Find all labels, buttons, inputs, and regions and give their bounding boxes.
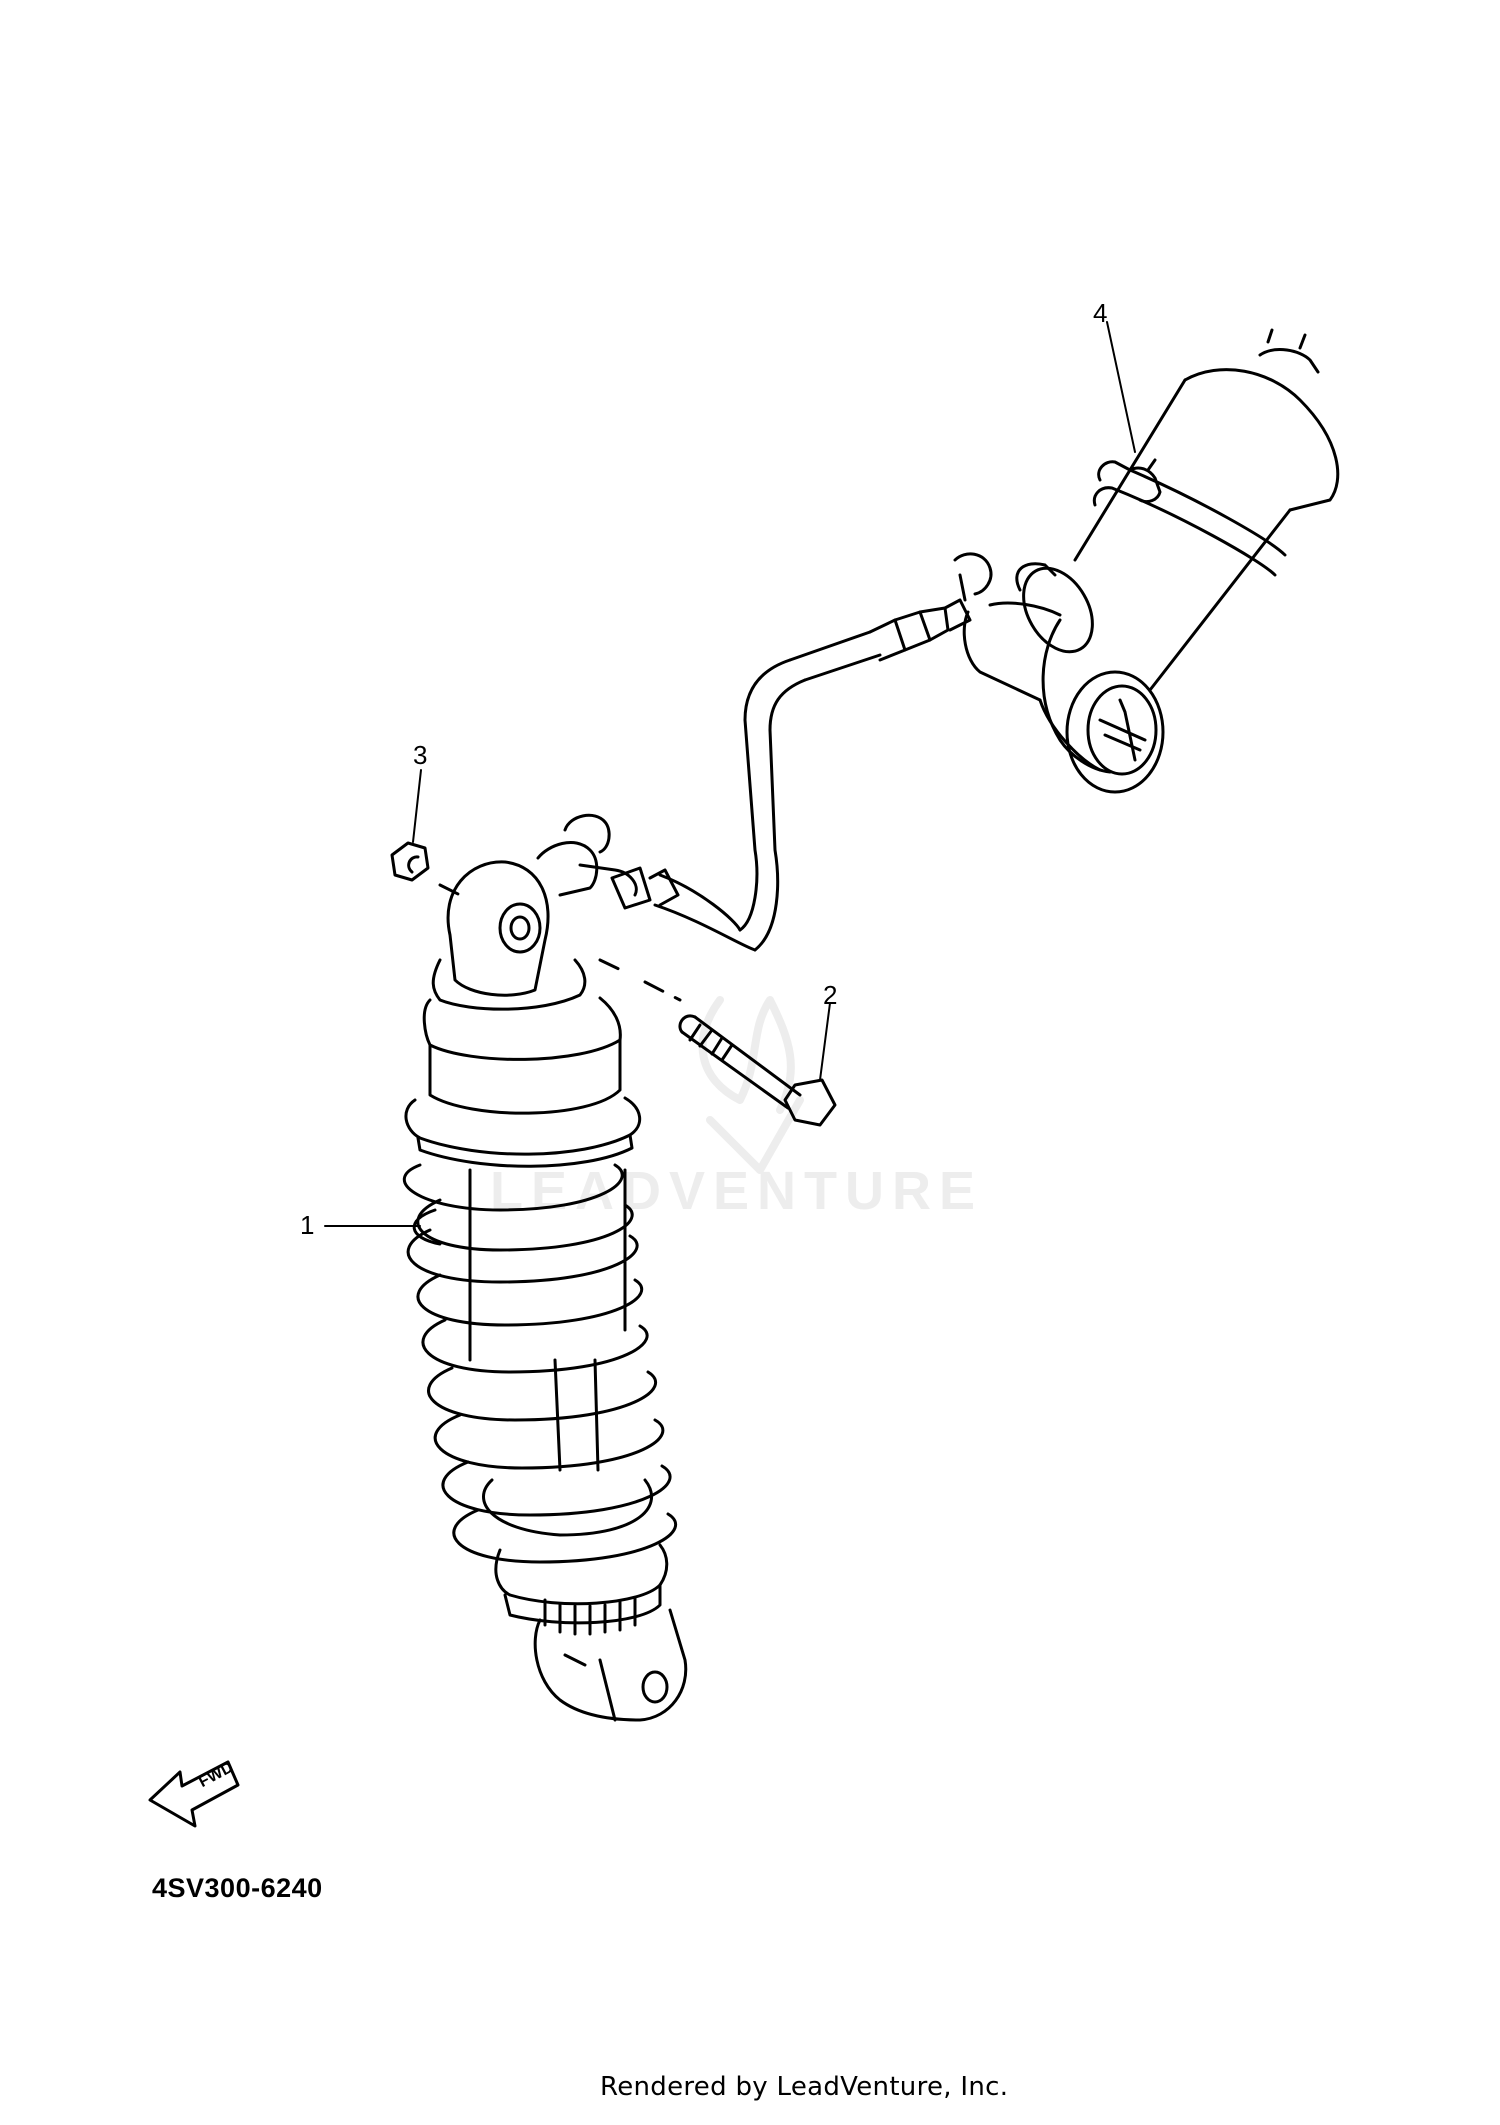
watermark-logo (698, 996, 804, 1174)
callout-2: 2 (823, 980, 838, 1010)
hose-and-reservoir (536, 328, 1340, 952)
bolt (678, 1014, 837, 1127)
callout-1: 1 (300, 1210, 315, 1240)
footer-credit: Rendered by LeadVenture, Inc. (600, 2072, 1009, 2102)
axis-dash-line (438, 883, 682, 1002)
callout-3: 3 (413, 740, 428, 770)
rear-shock-absorber (402, 860, 688, 1722)
fwd-arrow-icon (148, 1760, 240, 1828)
callout-4: 4 (1093, 298, 1108, 328)
watermark-text: LEADVENTURE (490, 1161, 984, 1221)
nut (390, 841, 430, 882)
leader-lines (324, 321, 1136, 1227)
diagram-code: 4SV300-6240 (152, 1873, 323, 1903)
